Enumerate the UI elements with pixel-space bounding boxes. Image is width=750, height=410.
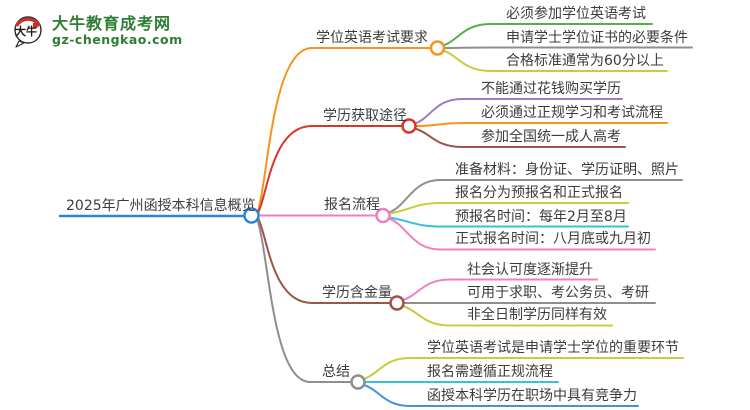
leaf-link: [414, 122, 668, 127]
brand-domain[interactable]: gz-chengkao.com: [52, 32, 183, 47]
brand-name[interactable]: 大牛教育成考网: [52, 13, 172, 33]
branch-label-degree-value: 学历含金量: [322, 285, 392, 301]
branch-label-registration-process: 报名流程: [324, 197, 380, 213]
leaf-label: 非全日制学历同样有效: [467, 307, 607, 323]
leaf-label: 社会认可度逐渐提升: [467, 262, 593, 278]
leaf-link: [388, 217, 656, 251]
leaf-link: [388, 202, 629, 215]
leaf-label: 可用于求职、考公务员、考研: [467, 285, 649, 301]
branch-link: [256, 218, 353, 383]
leaf-link: [388, 179, 683, 214]
branch-node-circle[interactable]: [429, 40, 446, 56]
leaf-link: [388, 216, 629, 228]
leaf-link: [402, 278, 598, 301]
leaf-link: [442, 49, 668, 72]
leaf-label: 必须参加学位英语考试: [506, 6, 646, 22]
leaf-label: 报名需遵循正规流程: [427, 364, 553, 380]
branch-node-circle[interactable]: [375, 207, 391, 224]
leaf-label: 准备材料：身份证、学历证明、照片: [455, 162, 679, 178]
leaf-label: 函授本科学历在职场中具有竞争力: [427, 388, 637, 404]
root-node-circle[interactable]: [243, 207, 260, 224]
leaf-link: [363, 384, 639, 407]
leaf-link: [414, 98, 623, 125]
leaf-label: 报名分为预报名和正式报名: [455, 185, 623, 201]
branch-label-exam-requirements: 学位英语考试要求: [316, 30, 428, 46]
leaf-label: 正式报名时间：八月底或九月初: [455, 231, 651, 247]
branch-link: [257, 47, 432, 212]
leaf-label: 不能通过花钱购买学历: [481, 81, 621, 97]
leaf-label: 合格标准通常为60分以上: [506, 53, 664, 69]
leaf-label: 参加全国统一成人高考: [481, 129, 621, 145]
leaf-label: 申请学士学位证书的必要条件: [506, 30, 688, 46]
branch-node-circle[interactable]: [401, 118, 417, 134]
leaf-link: [442, 23, 653, 47]
branch-node-circle[interactable]: [389, 295, 405, 311]
branch-link: [257, 125, 404, 214]
root-topic-label: 2025年广州函授本科信息概览: [66, 198, 256, 214]
leaf-label: 必须通过正规学习和考试流程: [481, 105, 663, 121]
site-logo[interactable]: 大牛 大牛教育成考网 gz-chengkao.com: [12, 13, 183, 49]
leaf-label: 预报名时间：每年2月至8月: [455, 209, 627, 225]
brand-logo-icon: 大牛: [14, 16, 42, 48]
leaf-link: [414, 127, 626, 148]
branch-link: [257, 217, 392, 304]
leaf-link: [363, 357, 684, 380]
leaf-link: [443, 46, 693, 49]
branch-node-circle[interactable]: [350, 374, 366, 390]
branch-label-degree-paths: 学历获取途径: [323, 108, 407, 124]
leaf-link: [402, 305, 613, 327]
leaf-label: 学位英语考试是申请学士学位的重要环节: [427, 340, 679, 356]
brand-logo-text: 大牛: [15, 24, 37, 38]
branch-label-summary: 总结: [322, 364, 350, 380]
